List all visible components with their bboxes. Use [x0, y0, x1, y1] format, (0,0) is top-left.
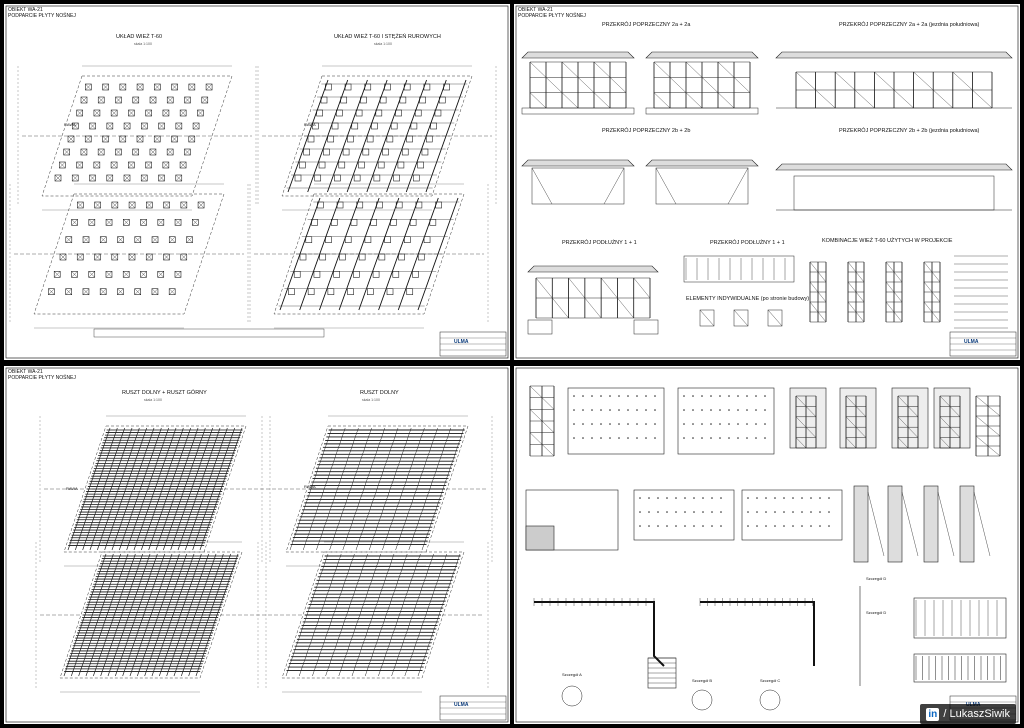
header-line-1: OBIEKT WA-21 — [8, 7, 43, 13]
direction-label-left: RAWA — [66, 486, 78, 491]
linkedin-icon: in — [926, 707, 940, 721]
header-line-2: PODPARCIE PŁYTY NOŚNEJ — [518, 13, 586, 19]
direction-label-right: RAWA — [304, 484, 316, 489]
sheet-header: OBIEKT WA-21 PODPARCIE PŁYTY NOŚNEJ — [8, 7, 76, 19]
drawing-sheet-details: Szczegół A Szczegół B Szczegół C Szczegó… — [514, 366, 1020, 724]
sheet-header: OBIEKT WA-21 PODPARCIE PŁYTY NOŚNEJ — [518, 7, 586, 19]
grid-layout-drawing — [5, 367, 509, 723]
detail-d2-label: Szczegół D — [866, 610, 887, 615]
section-2a-south-title: PRZEKRÓJ POPRZECZNY 2a + 2a (jezdnia poł… — [839, 22, 980, 28]
longitudinal-section-title-2: PRZEKRÓJ PODŁUŻNY 1 + 1 — [710, 240, 785, 246]
company-logo: ULMA — [964, 339, 979, 345]
header-line-1: OBIEKT WA-21 — [8, 369, 43, 375]
sections-drawing — [515, 5, 1019, 359]
drawing-sheet-tower-layout: OBIEKT WA-21 PODPARCIE PŁYTY NOŚNEJ UKŁA… — [4, 4, 510, 360]
header-line-2: PODPARCIE PŁYTY NOŚNEJ — [8, 13, 76, 19]
drawing-sheet-sections: OBIEKT WA-21 PODPARCIE PŁYTY NOŚNEJ PRZE… — [514, 4, 1020, 360]
sheet-header: OBIEKT WA-21 PODPARCIE PŁYTY NOŚNEJ — [8, 369, 76, 381]
individual-elements-title: ELEMENTY INDYWIDUALNE (po stronie budowy… — [686, 296, 810, 302]
detail-b-label: Szczegół B — [692, 678, 713, 683]
direction-label-right: RAWA — [304, 122, 316, 127]
direction-label-left: RAWA — [64, 122, 76, 127]
details-drawing — [515, 367, 1019, 723]
company-logo: ULMA — [454, 702, 469, 708]
left-plan-scale: skala 1:100 — [134, 42, 152, 46]
right-plan-scale: skala 1:100 — [362, 398, 380, 402]
drawing-sheet-grid-layout: OBIEKT WA-21 PODPARCIE PŁYTY NOŚNEJ RUSZ… — [4, 366, 510, 724]
watermark-text: / LukaszSiwik — [943, 708, 1010, 720]
section-2b-title: PRZEKRÓJ POPRZECZNY 2b + 2b — [602, 128, 691, 134]
detail-a-label: Szczegół A — [562, 672, 582, 677]
left-plan-scale: skala 1:100 — [144, 398, 162, 402]
company-logo: ULMA — [454, 339, 469, 345]
left-plan-title: RUSZT DOLNY + RUSZT GÓRNY — [122, 390, 207, 396]
tower-combinations-title: KOMBINACJE WIEŻ T-60 UŻYTYCH W PROJEKCIE — [822, 238, 953, 244]
header-line-1: OBIEKT WA-21 — [518, 7, 553, 13]
detail-d-label: Szczegół D — [866, 576, 887, 581]
longitudinal-section-title-1: PRZEKRÓJ PODŁUŻNY 1 + 1 — [562, 240, 637, 246]
header-line-2: PODPARCIE PŁYTY NOŚNEJ — [8, 375, 76, 381]
left-plan-title: UKŁAD WIEŻ T-60 — [116, 34, 163, 40]
linkedin-watermark: in / LukaszSiwik — [920, 704, 1016, 724]
section-2a-title: PRZEKRÓJ POPRZECZNY 2a + 2a — [602, 22, 691, 28]
right-plan-title: RUSZT DOLNY — [360, 390, 399, 396]
tower-layout-drawing — [5, 5, 509, 359]
section-2b-south-title: PRZEKRÓJ POPRZECZNY 2b + 2b (jezdnia poł… — [839, 128, 980, 134]
right-plan-scale: skala 1:100 — [374, 42, 392, 46]
right-plan-title: UKŁAD WIEŻ T-60 I STĘŻEŃ RUROWYCH — [334, 34, 441, 40]
detail-c-label: Szczegół C — [760, 678, 781, 683]
